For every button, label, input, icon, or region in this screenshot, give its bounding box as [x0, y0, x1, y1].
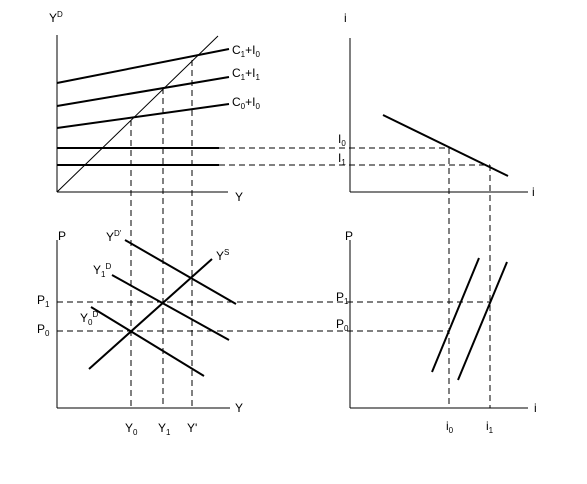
y-axis-label-top: Y — [235, 190, 243, 204]
line-c0-i0 — [56, 103, 230, 129]
label-p0-right: P0 — [336, 317, 349, 333]
label-c1-i0: C1+I0 — [232, 43, 260, 59]
lm-curve-right — [457, 261, 508, 381]
p-axis-label-right: P — [345, 229, 353, 243]
p-axis-label-left: P — [58, 229, 66, 243]
label-yd0: Y0D — [80, 310, 98, 327]
yd-axis-label: YD — [49, 10, 63, 25]
panel-investment: i i I0 I1 — [338, 11, 535, 199]
label-yd-prime: YD' — [106, 229, 122, 244]
label-c0-i0: C0+I0 — [232, 95, 260, 111]
panel-income-expenditure: YD Y C1+I0 C1+I1 C0+I0 — [49, 10, 260, 204]
45-degree-line — [56, 35, 219, 193]
label-yd1: Y1D — [93, 262, 111, 279]
i-axis-label-horizontal: i — [532, 185, 535, 199]
projection-lines — [57, 60, 491, 408]
label-i1: I1 — [338, 151, 346, 167]
tick-y0: Y0 — [125, 421, 138, 437]
tick-y-prime: Y' — [187, 421, 197, 435]
investment-demand-curve — [382, 114, 509, 177]
label-i0: I0 — [338, 132, 346, 148]
yd0-curve — [90, 306, 205, 377]
label-p1-right: P1 — [336, 290, 349, 306]
label-ys: YS — [216, 248, 229, 263]
label-p0-left: P0 — [37, 322, 50, 338]
label-c1-i1: C1+I1 — [232, 66, 260, 82]
tick-i1: i1 — [486, 419, 494, 435]
panel-price-interest: P i P1 P0 i0 i1 — [336, 229, 537, 435]
lm-curve-left — [431, 257, 480, 373]
tick-i0: i0 — [446, 419, 454, 435]
y-axis-label-bottom: Y — [235, 401, 243, 415]
i-axis-label-vertical: i — [344, 11, 347, 25]
ys-curve — [88, 258, 213, 370]
yd-prime-curve — [124, 239, 237, 305]
i-axis-label-bottom: i — [534, 401, 537, 415]
panel-ad-as: P Y P1 P0 YD' Y1D Y0D YS Y0 Y1 Y' — [37, 229, 243, 437]
line-c1-i0 — [56, 48, 230, 84]
label-p1-left: P1 — [37, 293, 50, 309]
line-c1-i1 — [56, 76, 230, 107]
tick-y1: Y1 — [158, 421, 171, 437]
